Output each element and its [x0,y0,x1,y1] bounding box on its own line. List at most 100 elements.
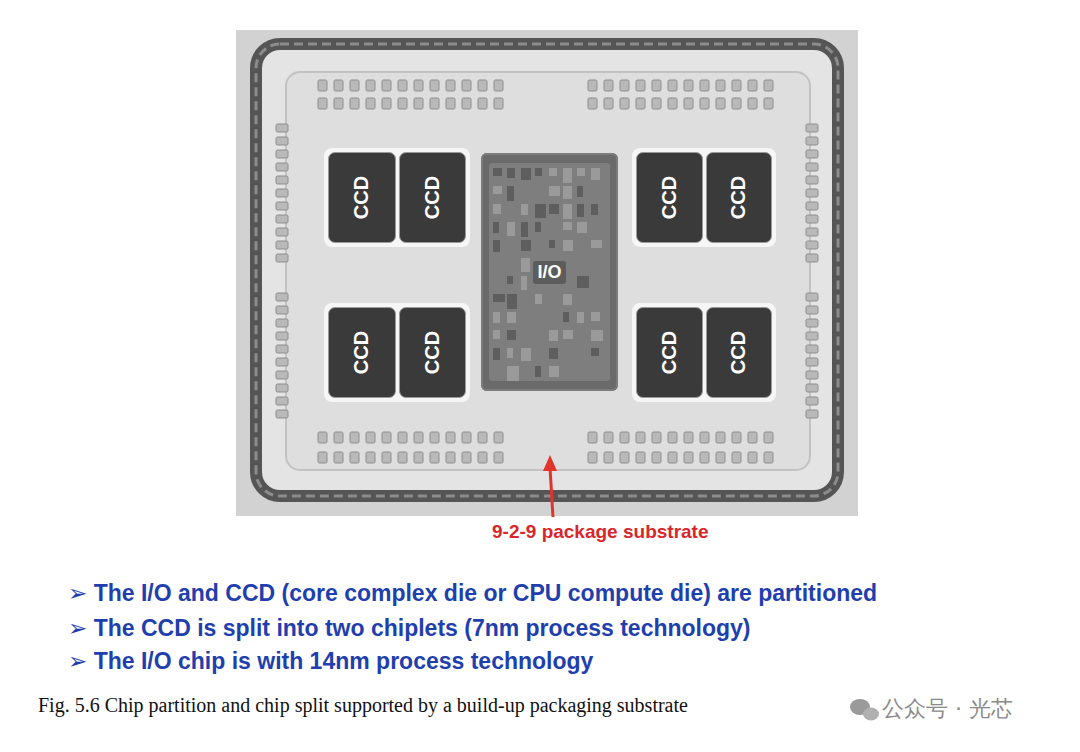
capacitor [366,98,375,109]
die-block [563,222,572,230]
capacitor [398,80,407,91]
capacitor [494,98,503,109]
capacitor [652,80,661,91]
capacitor [764,80,773,91]
die-block [591,312,600,321]
capacitor [620,452,629,463]
ccd-pair-ground [324,303,470,402]
bullet-note: ➢ The I/O and CCD (core complex die or C… [68,578,877,608]
capacitor [276,202,288,210]
capacitor [276,215,288,223]
capacitor [806,189,818,197]
capacitor [414,432,423,443]
die-block [591,240,602,248]
die-block [563,312,569,322]
die-block [493,312,500,323]
capacitor [604,452,613,463]
ccd-chiplet: CCD [399,307,466,398]
capacitor [716,452,725,463]
io-die-pattern [493,168,603,381]
die-block [535,294,542,304]
die-block [591,204,598,215]
capacitor [366,432,375,443]
die-block [493,222,499,233]
die-block [577,276,589,288]
capacitor [748,80,757,91]
capacitor [806,163,818,171]
die-block [535,204,546,218]
capacitor [684,432,693,443]
die-block [507,276,513,284]
figure-caption: Fig. 5.6 Chip partition and chip split s… [38,694,688,717]
capacitor [276,124,288,132]
die-block [507,330,516,340]
capacitor [700,98,709,109]
capacitor [446,80,455,91]
capacitor [334,432,343,443]
die-label: CCD [728,176,751,219]
ccd-chiplet: CCD [636,152,703,243]
capacitor [604,98,613,109]
capacitor [806,319,818,327]
die-label: CCD [421,176,444,219]
capacitor [446,452,455,463]
ccd-chiplet: CCD [328,152,396,243]
die-block [507,294,517,309]
die-label: CCD [351,331,374,374]
capacitor [748,452,757,463]
die-block [549,366,559,377]
capacitor [334,98,343,109]
capacitor [276,371,288,379]
capacitor [806,397,818,405]
capacitor [318,98,327,109]
capacitor [446,432,455,443]
die-label: CCD [658,176,681,219]
capacitor [806,150,818,158]
capacitor [382,452,391,463]
capacitor [806,215,818,223]
capacitor [668,452,677,463]
capacitor [732,98,741,109]
capacitor [668,98,677,109]
die-block [577,312,584,323]
capacitor [700,80,709,91]
capacitor [806,202,818,210]
capacitor [398,98,407,109]
capacitor [276,319,288,327]
stiffener-texture [256,44,838,496]
capacitor [588,98,597,109]
die-block [493,204,501,214]
capacitor [588,452,597,463]
die-block [507,222,515,236]
capacitor [334,452,343,463]
ccd-pair-ground [632,148,776,247]
callout-label: 9-2-9 package substrate [492,521,709,543]
die-block [493,348,500,360]
capacitor [620,80,629,91]
die-block [591,348,599,356]
die-block [563,204,572,219]
capacitor [636,432,645,443]
capacitor [588,80,597,91]
capacitor [276,163,288,171]
capacitor [684,80,693,91]
capacitor [350,432,359,443]
die-block [521,222,528,237]
capacitor [716,80,725,91]
die-block [507,312,516,323]
photo-ground [236,30,858,516]
die-block [577,168,585,176]
capacitor [366,452,375,463]
capacitor [318,452,327,463]
capacitor [748,98,757,109]
capacitor [276,228,288,236]
capacitor [276,137,288,145]
ccd-pair-ground [324,148,470,247]
stiffener-ring [256,44,838,496]
capacitor [652,432,661,443]
substrate-inner [286,72,810,470]
capacitor [700,452,709,463]
capacitor [716,432,725,443]
capacitor [636,98,645,109]
capacitor [652,452,661,463]
